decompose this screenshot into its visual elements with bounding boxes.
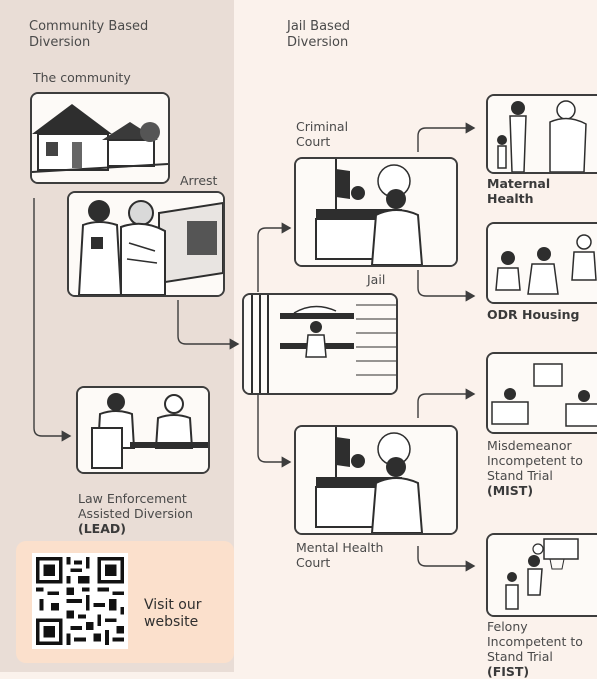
fist-illustration — [486, 533, 597, 617]
arrest-label: Arrest — [180, 173, 218, 188]
community-label: The community — [33, 70, 131, 85]
housing-group-icon — [488, 224, 597, 302]
mental-health-court-illustration — [294, 425, 458, 535]
maternal-health-label: Maternal Health — [487, 176, 551, 206]
mist-abbr: (MIST) — [487, 483, 534, 498]
lead-abbr: (LEAD) — [78, 521, 126, 536]
criminal-court-label: Criminal Court — [296, 119, 349, 149]
arrow-jail-to-mh-court — [257, 394, 292, 468]
qr-code-icon — [32, 553, 128, 649]
meeting-icon — [78, 388, 208, 472]
visit-website-link[interactable]: Visit our website — [144, 597, 202, 630]
living-room-icon — [488, 354, 597, 432]
arrow-jail-to-criminal-court — [257, 222, 292, 292]
arrest-illustration — [67, 191, 225, 297]
criminal-court-illustration — [294, 157, 458, 267]
arrest-scene-icon — [69, 193, 223, 295]
jail-illustration — [242, 293, 398, 395]
fist-label-text: Felony Incompetent to Stand Trial — [487, 619, 583, 664]
odr-housing-label: ODR Housing — [487, 307, 580, 322]
community-diversion-heading: Community Based Diversion — [29, 19, 149, 50]
lead-label-text: Law Enforcement Assisted Diversion — [78, 491, 193, 521]
jail-label: Jail — [367, 272, 386, 287]
courtroom-icon — [296, 427, 456, 533]
jail-diversion-heading: Jail Based Diversion — [287, 19, 351, 50]
maternal-family-icon — [488, 96, 597, 172]
community-houses-icon — [32, 94, 168, 182]
courtroom-icon — [296, 159, 456, 265]
odr-housing-illustration — [486, 222, 597, 304]
arrow-mh-to-mist — [417, 388, 476, 418]
community-illustration — [30, 92, 170, 184]
fist-label: Felony Incompetent to Stand Trial (FIST) — [487, 619, 597, 679]
mist-illustration — [486, 352, 597, 434]
basketball-icon — [488, 535, 597, 615]
mist-label: Misdemeanor Incompetent to Stand Trial (… — [487, 438, 597, 498]
maternal-health-illustration — [486, 94, 597, 174]
mist-label-text: Misdemeanor Incompetent to Stand Trial — [487, 438, 583, 483]
arrow-court-to-odr — [417, 270, 476, 302]
arrow-court-to-maternal — [417, 122, 476, 152]
arrow-mh-to-fist — [417, 546, 476, 572]
lead-illustration — [76, 386, 210, 474]
mental-health-court-label: Mental Health Court — [296, 540, 384, 570]
website-qr-code[interactable] — [32, 553, 128, 649]
lead-label: Law Enforcement Assisted Diversion(LEAD) — [78, 491, 193, 536]
jail-cell-icon — [244, 295, 396, 393]
